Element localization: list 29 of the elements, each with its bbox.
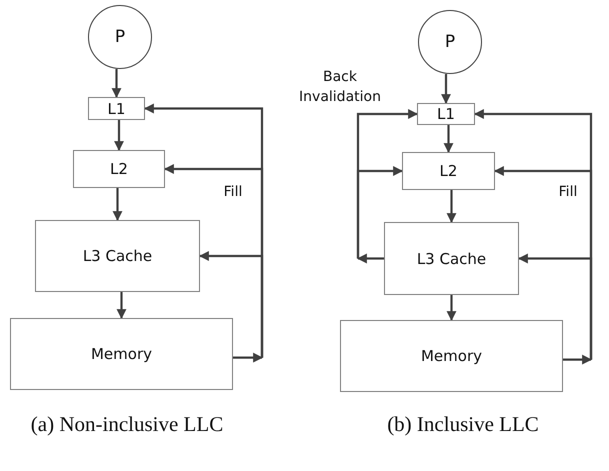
cache-box: L1 [88,97,145,120]
arrow [112,188,122,221]
cache-box: Memory [10,318,233,390]
cache-box: L1 [417,103,475,125]
cache-box: L2 [73,150,165,188]
annotation-label: Fill [558,183,578,202]
cache-box: Memory [340,320,563,392]
arrow [356,166,403,258]
arrow [446,295,456,321]
cache-box: L3 Cache [384,222,519,295]
caption: (b) Inclusive LLC [386,411,540,438]
arrow [116,292,126,319]
annotation-label: Fill [222,183,244,202]
arrow [441,74,451,104]
annotation-label: Back Invalidation [298,68,382,107]
arrow [446,190,456,223]
processor-circle: P [88,5,152,69]
arrow [112,69,122,98]
arrow [357,254,384,264]
arrow [199,251,264,358]
caption: (a) Non-inclusive LLC [30,411,224,438]
arrow [114,120,124,151]
arrow [233,352,263,363]
cache-box: L2 [402,152,495,190]
processor-circle: P [418,10,482,74]
arrow [444,125,454,153]
arrow [518,254,592,360]
arrow [563,354,592,365]
cache-box: L3 Cache [35,220,200,292]
